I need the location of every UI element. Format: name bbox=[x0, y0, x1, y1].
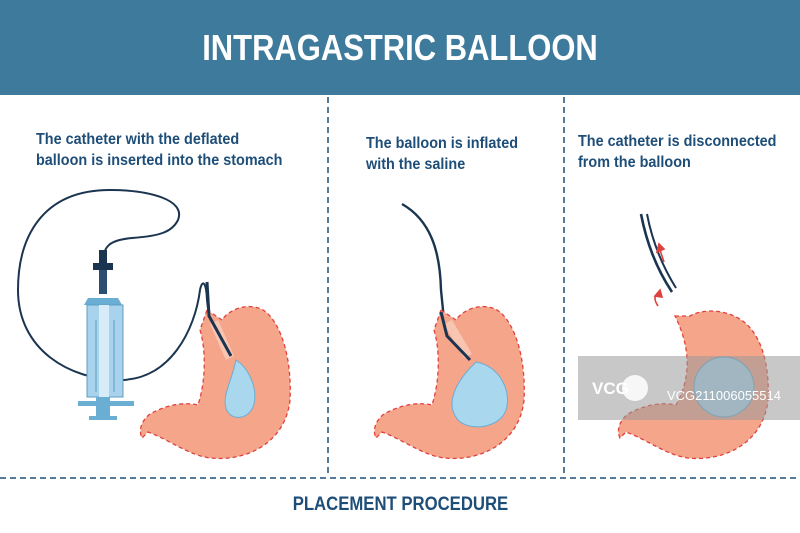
step-1-caption-line-1: The catheter with the deflated bbox=[36, 131, 240, 148]
page-title: INTRAGASTRIC BALLOON bbox=[202, 26, 598, 68]
deflated-balloon bbox=[224, 359, 256, 418]
step-3-caption-line-2: from the balloon bbox=[578, 154, 691, 171]
withdrawn-catheter bbox=[639, 213, 674, 293]
panel-3-illustration bbox=[617, 213, 769, 460]
step-2-caption-line-1: The balloon is inflated bbox=[366, 135, 519, 152]
watermark-logo: VCG bbox=[592, 379, 629, 398]
watermark-logo-icon bbox=[622, 375, 648, 401]
catheter-inserted-2 bbox=[439, 311, 472, 362]
panel-2-illustration bbox=[373, 202, 525, 460]
step-2-caption-line-2: with the saline bbox=[366, 156, 466, 173]
header-banner: INTRAGASTRIC BALLOON bbox=[0, 0, 800, 95]
watermark: VCG VCG211006055514 bbox=[578, 356, 800, 420]
step-3-caption: The catheter is disconnected from the ba… bbox=[578, 131, 776, 173]
upward-arrow-icon bbox=[653, 242, 666, 307]
step-2-caption: The balloon is inflated with the saline bbox=[366, 133, 518, 175]
catheter-tube bbox=[401, 202, 467, 357]
syringe-icon bbox=[78, 250, 134, 420]
footer-label: PLACEMENT PROCEDURE bbox=[0, 494, 800, 516]
step-3-caption-line-1: The catheter is disconnected bbox=[578, 133, 777, 150]
step-1-caption: The catheter with the deflated balloon i… bbox=[36, 129, 282, 171]
inflated-balloon bbox=[451, 361, 508, 428]
panel-dividers bbox=[0, 97, 800, 479]
catheter-inserted bbox=[205, 281, 233, 357]
footer-text: PLACEMENT PROCEDURE bbox=[292, 494, 508, 515]
panel-1-illustration bbox=[16, 188, 291, 460]
watermark-id: VCG211006055514 bbox=[667, 388, 781, 403]
catheter-tube-loop bbox=[16, 188, 211, 382]
step-1-caption-line-2: balloon is inserted into the stomach bbox=[36, 152, 283, 169]
